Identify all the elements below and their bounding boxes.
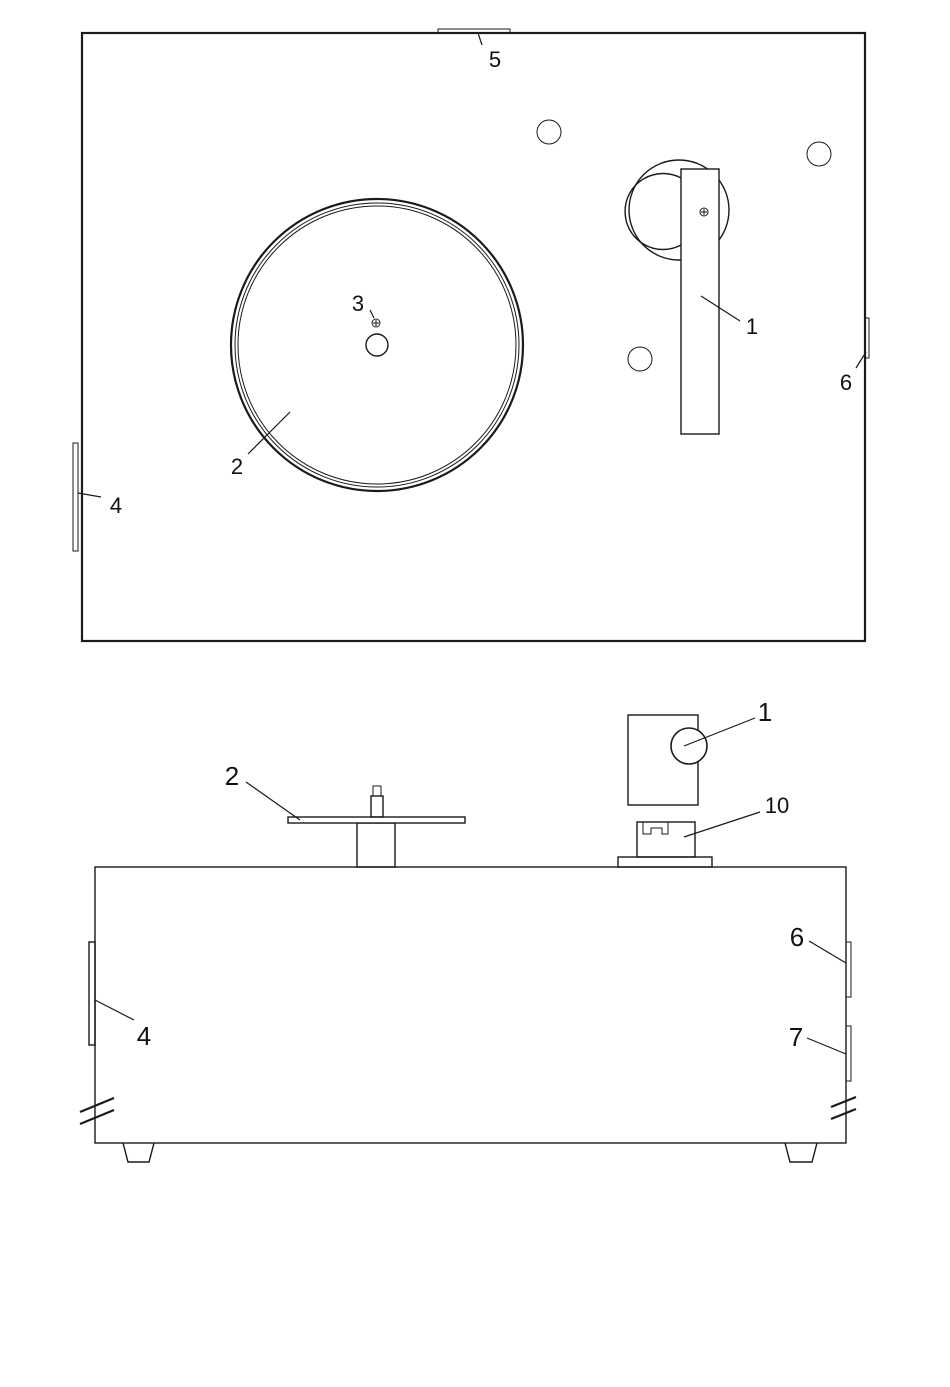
callout-4-side: 4 bbox=[137, 1021, 151, 1051]
callout-10: 10 bbox=[765, 793, 789, 818]
tonearm-pivot-disc bbox=[625, 174, 681, 250]
leader-2-side bbox=[246, 782, 300, 820]
break-mark-right bbox=[831, 1097, 856, 1119]
tonearm-top bbox=[625, 160, 729, 434]
foot-left bbox=[123, 1143, 154, 1162]
mounting-hole bbox=[807, 142, 831, 166]
callout-6: 6 bbox=[840, 370, 852, 395]
leader-5 bbox=[478, 33, 482, 45]
callout-1-side: 1 bbox=[758, 697, 772, 727]
callout-3: 3 bbox=[352, 291, 364, 316]
top-view: 5 3 1 6 2 4 bbox=[73, 29, 869, 641]
callout-2: 2 bbox=[231, 454, 243, 479]
arm-base-block bbox=[637, 822, 695, 857]
platter-top bbox=[231, 199, 523, 491]
right-lower-part bbox=[846, 1026, 851, 1081]
leader-3 bbox=[370, 310, 374, 318]
callout-6-side: 6 bbox=[790, 922, 804, 952]
side-view: 2 1 10 6 7 4 bbox=[80, 697, 856, 1162]
spindle-screw bbox=[372, 319, 380, 327]
callout-1: 1 bbox=[746, 314, 758, 339]
tonearm-body bbox=[681, 169, 719, 434]
leader-7 bbox=[807, 1038, 846, 1054]
leader-4-side bbox=[95, 1000, 134, 1020]
tonearm-base-plate bbox=[618, 857, 712, 867]
leader-6-side bbox=[809, 941, 846, 963]
break-mark-left bbox=[80, 1098, 114, 1124]
left-side-part-side bbox=[89, 942, 95, 1045]
callout-4: 4 bbox=[110, 493, 122, 518]
callout-7: 7 bbox=[789, 1022, 803, 1052]
mounting-hole bbox=[537, 120, 561, 144]
arm-base-detail bbox=[643, 822, 668, 834]
side-view-plinth bbox=[95, 867, 846, 1143]
platter-center-hole bbox=[366, 334, 388, 356]
platter-plate bbox=[288, 817, 465, 823]
platter-side bbox=[288, 786, 465, 867]
tonearm-side bbox=[618, 715, 712, 867]
callout-2-side: 2 bbox=[225, 761, 239, 791]
tonearm-knob bbox=[671, 728, 707, 764]
platter-hub bbox=[357, 823, 395, 867]
mounting-hole bbox=[628, 347, 652, 371]
tonearm-pivot-screw bbox=[700, 208, 708, 216]
callout-5: 5 bbox=[489, 47, 501, 72]
right-upper-part bbox=[846, 942, 851, 997]
left-side-part bbox=[73, 443, 78, 551]
spindle bbox=[371, 796, 383, 817]
foot-right bbox=[785, 1143, 817, 1162]
spindle-tip bbox=[373, 786, 381, 796]
